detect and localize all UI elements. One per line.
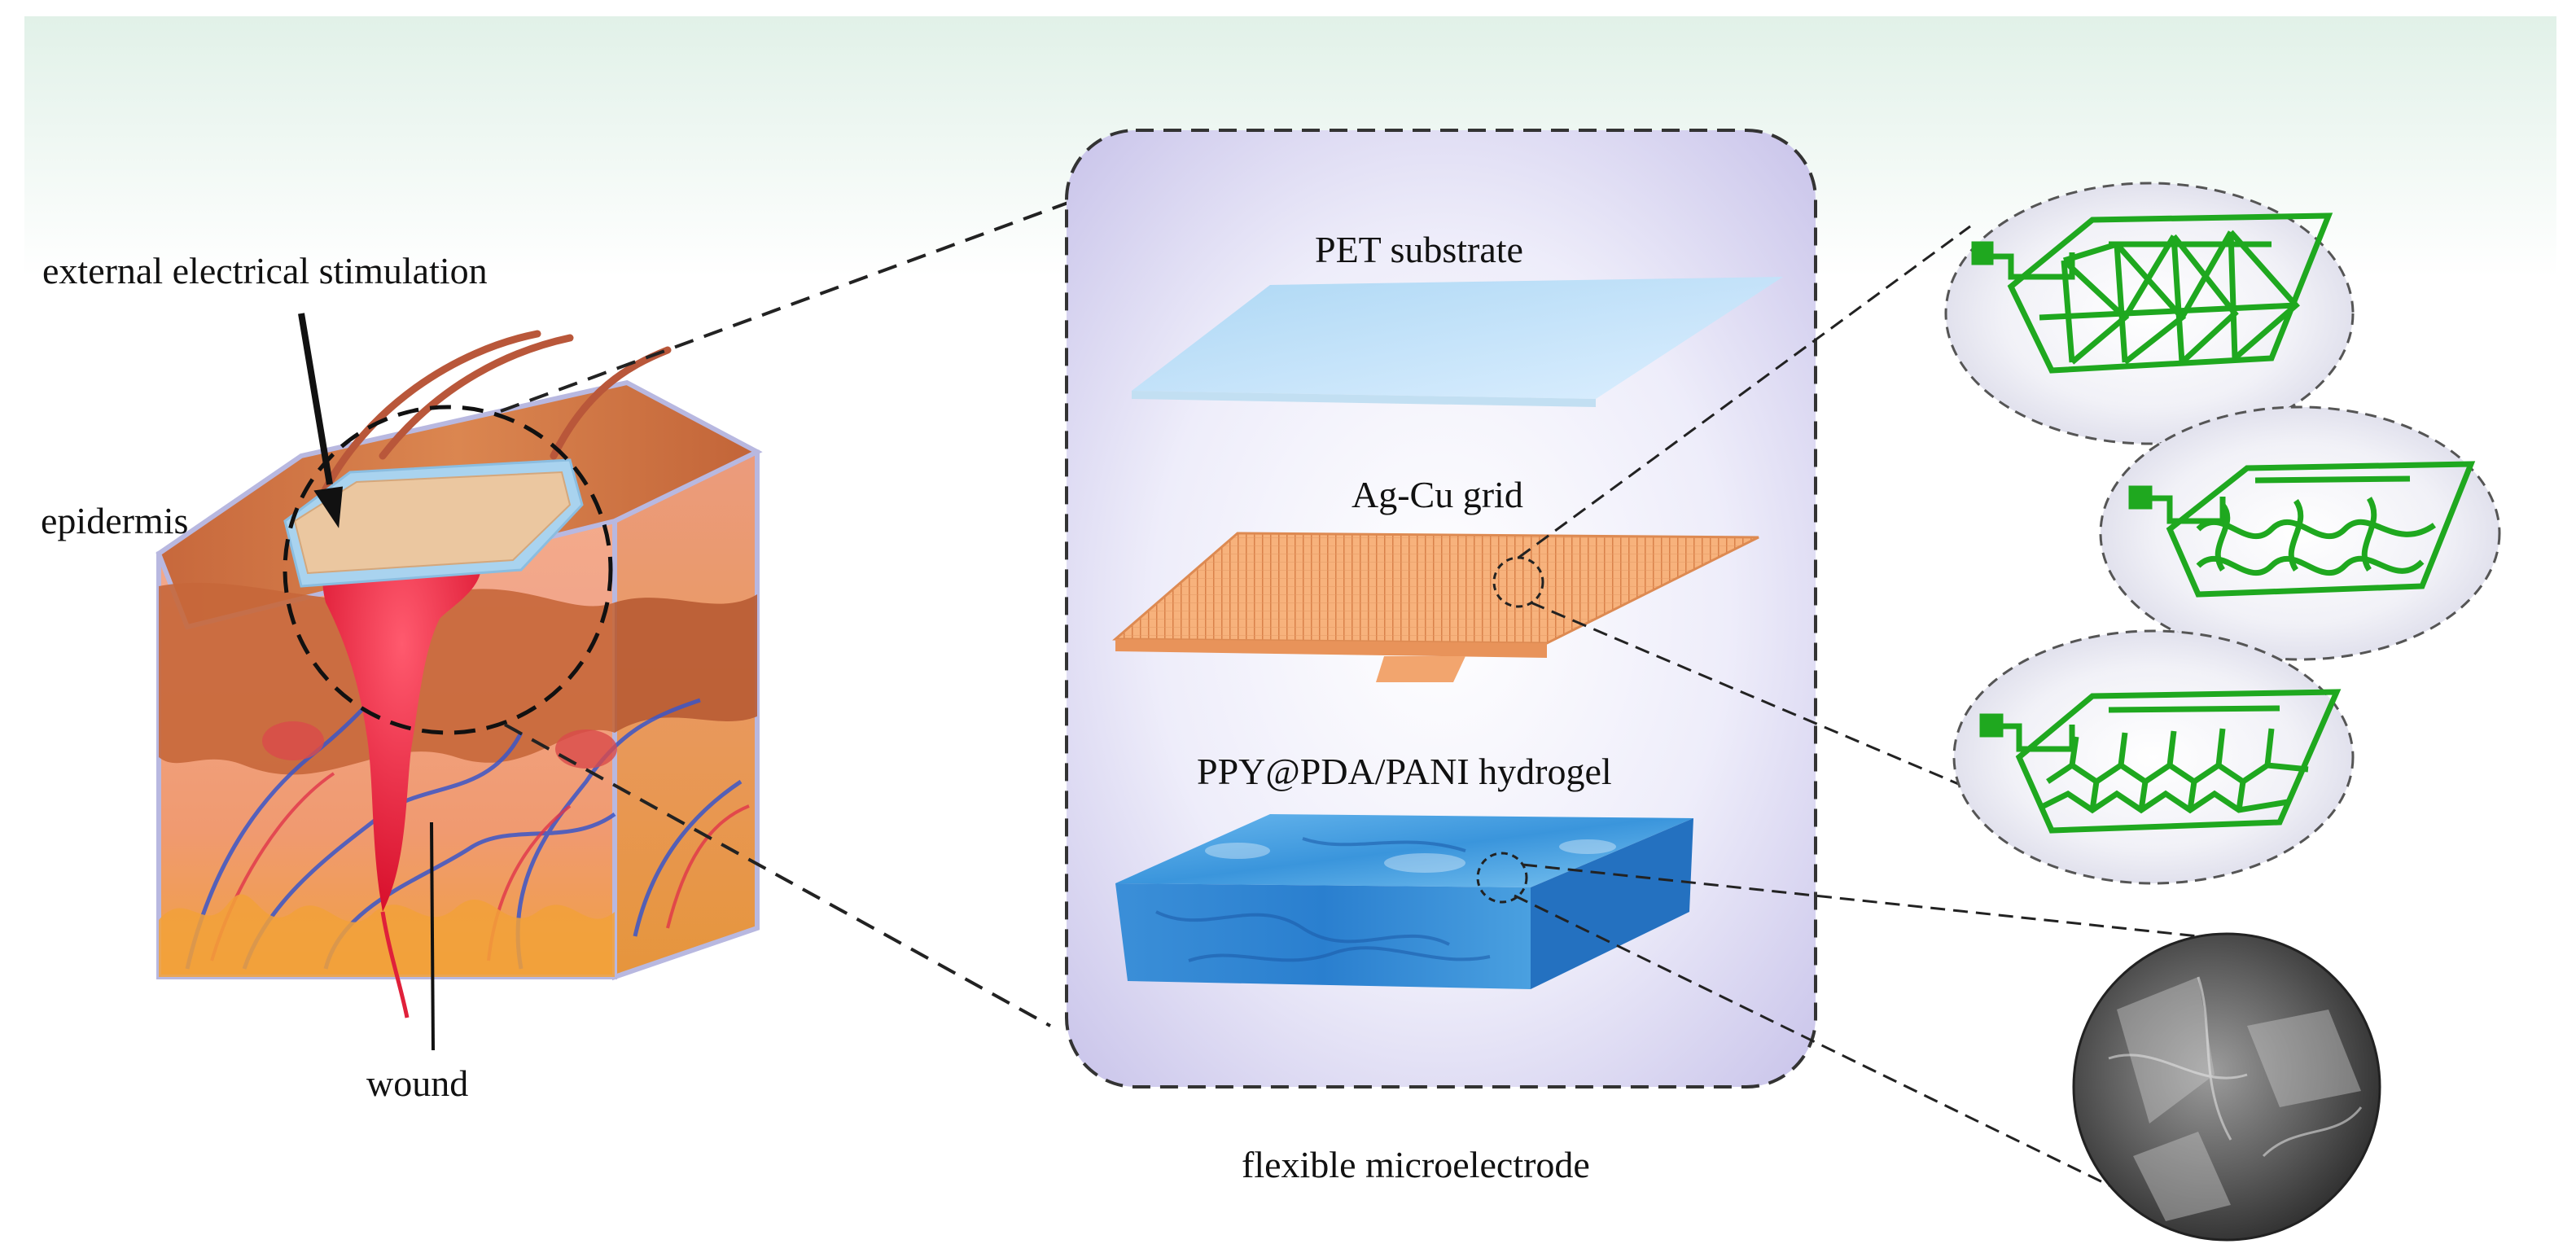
grid-pattern-triangular [1944, 182, 2355, 445]
label-pet-substrate: PET substrate [1315, 229, 1523, 270]
pet-substrate-layer [1132, 277, 1783, 407]
electrode-patch [283, 458, 584, 588]
label-ag-cu-grid: Ag-Cu grid [1352, 474, 1523, 515]
hydrogel-layer [1115, 814, 1693, 989]
sem-image [2072, 932, 2381, 1242]
skin-block [156, 330, 763, 1018]
label-wound: wound [366, 1062, 469, 1104]
skin-magnifier-circle [283, 405, 613, 735]
wound-area [322, 528, 482, 912]
gland-left [262, 721, 324, 760]
gland-right [555, 729, 617, 769]
stimulation-arrow [298, 313, 344, 528]
dermis-side [615, 594, 757, 733]
hydrogel-detail-circle [1476, 852, 1528, 904]
label-epidermis: epidermis [41, 500, 189, 541]
grid-pattern-serpentine [2099, 405, 2501, 661]
label-flexible-microelectrode: flexible microelectrode [1242, 1144, 1590, 1185]
grid-pattern-honeycomb [1952, 629, 2355, 885]
ag-cu-grid-layer [1112, 532, 1759, 682]
label-hydrogel: PPY@PDA/PANI hydrogel [1197, 751, 1612, 792]
zoom-lines-skin [500, 190, 1100, 1027]
label-external-stimulation: external electrical stimulation [42, 250, 488, 291]
wound-pointer [430, 821, 435, 1051]
